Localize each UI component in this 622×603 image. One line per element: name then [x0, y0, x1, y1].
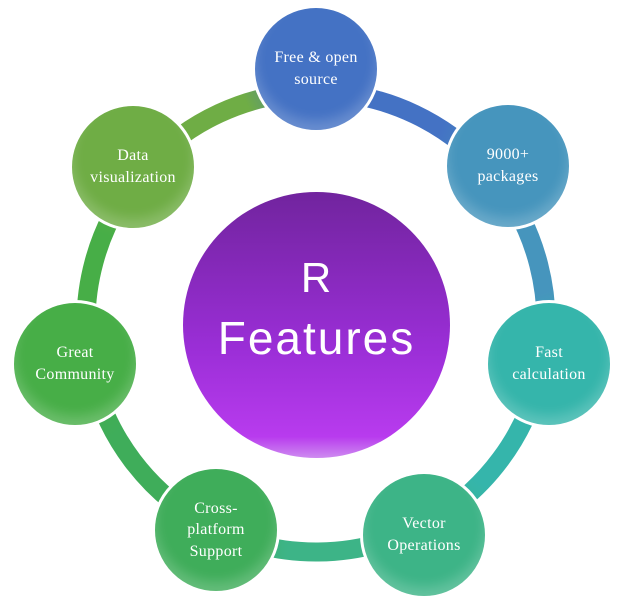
center-circle: R Features: [183, 192, 450, 458]
node-free-open-source: Free & open source: [252, 5, 380, 133]
center-title: R Features: [218, 254, 416, 364]
node-label: 9000+ packages: [477, 146, 539, 185]
node-label: Great Community: [35, 344, 115, 383]
node-label: Cross- platform Support: [187, 499, 245, 560]
center-title-label: Features: [217, 312, 416, 364]
node-packages: 9000+ packages: [444, 102, 572, 230]
node-label: Vector Operations: [387, 515, 461, 554]
node-cross-platform-support: Cross- platform Support: [152, 466, 280, 594]
node-great-community: Great Community: [11, 300, 139, 428]
node-label: Fast calculation: [512, 344, 586, 383]
node-fast-calculation: Fast calculation: [485, 300, 613, 428]
node-vector-operations: Vector Operations: [360, 471, 488, 599]
node-data-visualization: Data visualization: [69, 103, 197, 231]
node-label: Data visualization: [90, 147, 176, 186]
node-label: Free & open source: [274, 49, 358, 88]
center-title-prefix: R: [300, 254, 333, 301]
